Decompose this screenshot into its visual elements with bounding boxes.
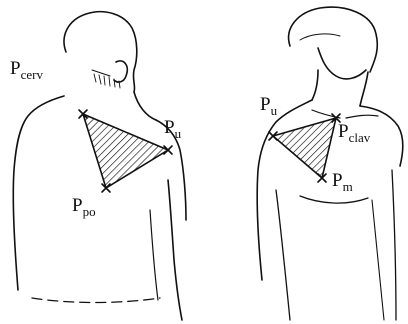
front-view-hatched-triangle (273, 118, 336, 178)
front-view-body-outline (257, 7, 403, 320)
back-view-label-u: Pu (164, 117, 182, 141)
back-view-point-cerv-marker (79, 110, 87, 118)
front-view-label-m: Pm (332, 170, 353, 194)
back-view-figure: Pcerv Pu Ppo (10, 12, 186, 320)
front-view-label-u: Pu (260, 94, 278, 118)
back-view-hatched-triangle (83, 114, 168, 188)
back-view-label-cerv: Pcerv (10, 58, 43, 82)
front-view-label-clav: Pclav (338, 121, 371, 145)
front-view-figure: Pu Pclav Pm (257, 7, 403, 320)
back-view-label-po: Ppo (72, 195, 96, 219)
